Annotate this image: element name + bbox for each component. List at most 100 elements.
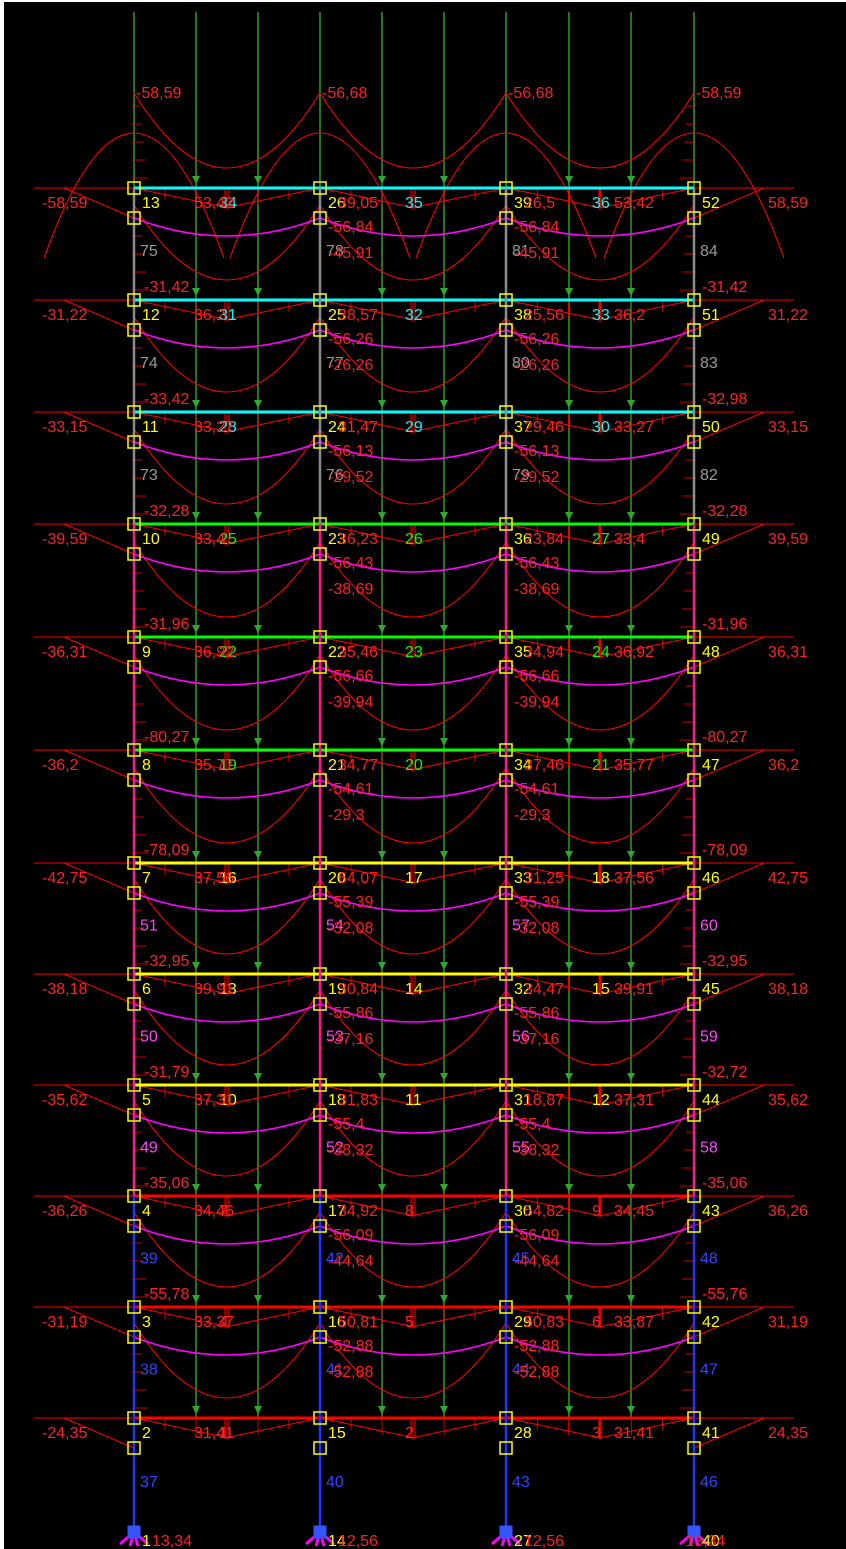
column-label: 83	[700, 355, 718, 372]
node-sub	[313, 211, 327, 225]
column-top-moment: -32,72	[702, 1064, 747, 1081]
node	[687, 1189, 701, 1203]
moment-curve	[133, 541, 321, 618]
load-arrow-head	[254, 288, 262, 296]
node-sub	[313, 547, 327, 561]
node	[313, 967, 327, 981]
node	[499, 1411, 513, 1425]
node-sub	[127, 773, 141, 787]
column-label: 43	[512, 1474, 530, 1491]
edge-moment-right: 33,15	[768, 419, 808, 436]
moment-curve	[319, 204, 507, 281]
moment-fan	[224, 1195, 321, 1217]
beam-label: 34	[219, 195, 237, 212]
fixed-support	[491, 1530, 521, 1547]
node-label: 8	[142, 757, 151, 774]
column-label: 57	[512, 918, 530, 935]
node	[127, 517, 141, 531]
node	[313, 293, 327, 307]
span-moment-b: -32,08	[514, 920, 559, 937]
node-sub	[687, 1108, 701, 1122]
load-arrow-head	[192, 851, 200, 859]
span-moment-b: -38,69	[514, 581, 559, 598]
edge-moment-left: -31,19	[42, 1314, 87, 1331]
load-arrow-head	[254, 1295, 262, 1303]
beam-label: 14	[405, 981, 423, 998]
load-arrow-head	[565, 962, 573, 970]
node	[313, 405, 327, 419]
load-arrow-head	[440, 400, 448, 408]
beam-end-moment-right: 34,45	[614, 1203, 654, 1220]
span-moment-b: -29,3	[514, 807, 551, 824]
span-moment: -55,4	[328, 1116, 365, 1133]
column-label: 46	[700, 1474, 718, 1491]
column-label: 59	[700, 1029, 718, 1046]
column-label: 42	[326, 1251, 344, 1268]
beam-label: 22	[219, 644, 237, 661]
span-moment-b: -29,3	[328, 807, 365, 824]
edge-moment-left: -33,15	[42, 419, 87, 436]
column-label: 52	[326, 1140, 344, 1157]
column-label: 73	[140, 467, 158, 484]
moment-curve	[505, 1211, 695, 1288]
node-label: 9	[142, 644, 151, 661]
load-arrow-head	[254, 1406, 262, 1414]
load-arrow-head	[440, 1406, 448, 1414]
load-arrow-head	[440, 851, 448, 859]
node-sub	[127, 1441, 141, 1455]
span-moment: -56,84	[514, 219, 559, 236]
beam-end-moment-right: 36,92	[614, 644, 654, 661]
beam-end-moment-mid: 36,23	[338, 531, 378, 548]
span-moment-b: -39,94	[328, 694, 373, 711]
span-moment-b: -37,16	[514, 1031, 559, 1048]
beam-end-moment-left: 37,56	[194, 870, 234, 887]
node-sub	[499, 1108, 513, 1122]
node	[127, 743, 141, 757]
beam-end-moment-right: 39,91	[614, 981, 654, 998]
node	[687, 517, 701, 531]
beam-label: 33	[592, 307, 610, 324]
moment-curve	[319, 654, 507, 731]
load-arrow-head	[254, 962, 262, 970]
node-sub	[499, 886, 513, 900]
node-sub	[313, 1108, 327, 1122]
node-sub	[127, 997, 141, 1011]
roof-moment-arc	[415, 132, 597, 259]
moment-curve	[319, 767, 507, 844]
fixed-support	[679, 1530, 709, 1547]
node-label: 43	[702, 1203, 720, 1220]
moment-curve	[319, 316, 507, 393]
span-moment: -56,66	[514, 668, 559, 685]
column-top-moment: -31,96	[702, 616, 747, 633]
node-label: 30	[514, 1203, 532, 1220]
edge-moment-right: 36,2	[768, 757, 799, 774]
node-label: 38	[514, 307, 532, 324]
moment-fan	[410, 862, 507, 884]
node-label: 46	[702, 870, 720, 887]
column-label: 48	[700, 1251, 718, 1268]
load-arrow-head	[192, 176, 200, 184]
fixed-support	[305, 1530, 335, 1547]
column-label: 41	[326, 1362, 344, 1379]
node	[313, 1300, 327, 1314]
span-moment: -55,86	[514, 1005, 559, 1022]
beam-end-moment-mid: 31,47	[338, 419, 378, 436]
span-moment: -52,88	[328, 1338, 373, 1355]
beam-end-moment-left: 37,31	[194, 1092, 234, 1109]
moment-curve	[133, 1322, 321, 1399]
column-top-moment: -55,76	[702, 1286, 747, 1303]
load-arrow-head	[254, 400, 262, 408]
load-arrow-head	[192, 1406, 200, 1414]
node-sub	[687, 1219, 701, 1233]
node-label: 26	[328, 195, 346, 212]
node	[499, 967, 513, 981]
node-label: 45	[702, 981, 720, 998]
column-top-moment: -35,06	[144, 1175, 189, 1192]
beam-label: 12	[592, 1092, 610, 1109]
node-label: 28	[514, 1425, 532, 1442]
node-sub	[127, 323, 141, 337]
node-label: 32	[514, 981, 532, 998]
column-top-moment: -32,28	[702, 503, 747, 520]
load-arrow-head	[627, 1073, 635, 1081]
column-top-moment: -32,98	[702, 391, 747, 408]
